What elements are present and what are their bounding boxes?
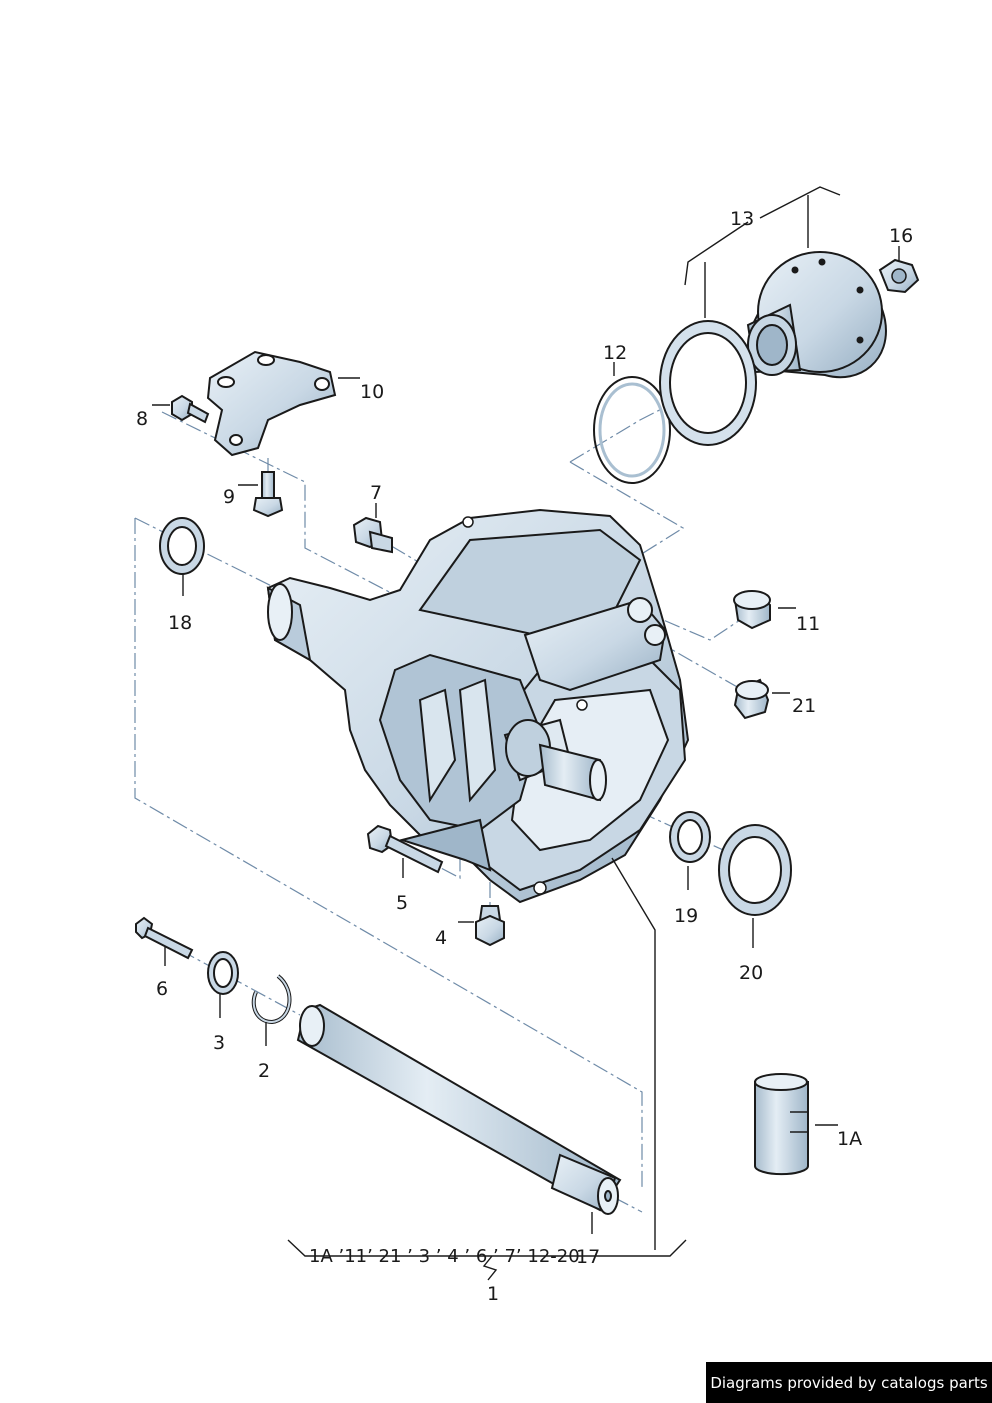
part-7-plug xyxy=(352,516,393,554)
label-part-13: 13 xyxy=(730,208,755,230)
part-6-bolt xyxy=(135,916,194,960)
label-part-11: 11 xyxy=(796,613,821,635)
part-12-o-ring xyxy=(593,376,671,484)
part-18-seal xyxy=(159,517,205,575)
part-1-transfer-case-housing xyxy=(266,508,690,904)
part-3-ring xyxy=(207,951,239,995)
label-part-21: 21 xyxy=(792,695,817,717)
label-part-18: 18 xyxy=(168,612,193,634)
label-part-17: 17 xyxy=(576,1246,601,1268)
label-part-12: 12 xyxy=(603,342,628,364)
label-part-1a: 1A xyxy=(837,1128,863,1150)
part-21-cap xyxy=(733,678,770,720)
part-19-seal xyxy=(669,811,711,863)
part-10-bracket xyxy=(206,350,337,457)
part-16-nut xyxy=(878,258,920,294)
part-9-bolt xyxy=(252,471,284,518)
label-part-6: 6 xyxy=(156,978,169,1000)
part-2-circlip xyxy=(251,974,292,1025)
part-4-plug xyxy=(475,905,505,947)
label-part-7: 7 xyxy=(370,482,383,504)
label-part-16: 16 xyxy=(889,225,914,247)
part-17-shaft xyxy=(296,1003,622,1215)
label-part-1: 1 xyxy=(487,1283,500,1305)
leader-lines xyxy=(152,186,900,1281)
footer-credit: Diagrams provided by catalogs parts xyxy=(706,1362,992,1403)
label-part-10: 10 xyxy=(360,381,385,403)
label-part-9: 9 xyxy=(223,486,236,508)
part-13-flange xyxy=(746,251,887,379)
label-part-8: 8 xyxy=(136,408,149,430)
part-1a-sleeve xyxy=(754,1073,809,1176)
label-part-3: 3 xyxy=(213,1032,226,1054)
part-11-cap xyxy=(733,590,771,630)
part-20-seal xyxy=(718,824,792,916)
label-part-5: 5 xyxy=(396,892,409,914)
label-part-4: 4 xyxy=(435,927,448,949)
part-5-bolt xyxy=(366,824,444,874)
part-8-bolt xyxy=(171,394,210,424)
label-part-19: 19 xyxy=(674,905,699,927)
label-kit-contents: 1A ’11’ 21 ’ 3 ’ 4 ’ 6 ’ 7’ 12-20 xyxy=(309,1246,580,1267)
label-part-20: 20 xyxy=(739,962,764,984)
part-13-seal-ring xyxy=(659,320,757,446)
label-part-2: 2 xyxy=(258,1060,271,1082)
